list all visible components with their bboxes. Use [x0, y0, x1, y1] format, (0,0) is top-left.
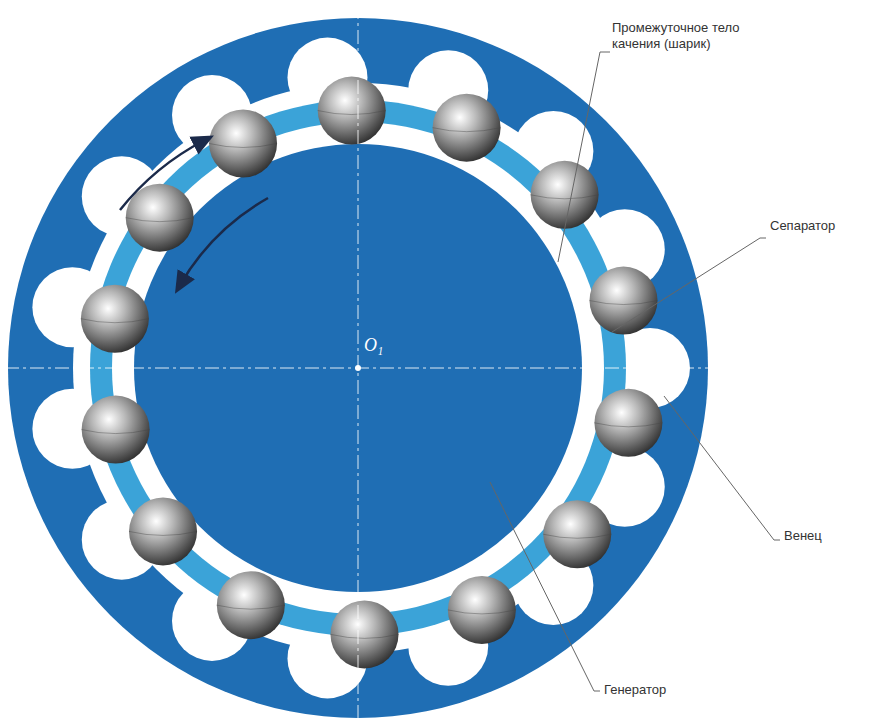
- ball-line: [531, 195, 599, 199]
- ball: [448, 576, 516, 644]
- ball: [543, 500, 611, 568]
- ball-line: [433, 128, 501, 132]
- ball-line: [209, 143, 277, 147]
- part-label: Венец: [784, 528, 884, 544]
- ball-line: [331, 634, 399, 638]
- center-label: O₁: [364, 334, 404, 357]
- part-label: Генератор: [604, 682, 744, 698]
- ball-line: [81, 319, 149, 323]
- ball: [209, 109, 277, 177]
- ball: [126, 184, 194, 252]
- ball-line: [590, 301, 658, 305]
- ball-line: [126, 218, 194, 222]
- rotation-arrow: [180, 198, 268, 285]
- ball: [531, 161, 599, 229]
- ball: [433, 94, 501, 162]
- ball-line: [448, 610, 516, 614]
- ball: [129, 497, 197, 565]
- ball: [331, 600, 399, 668]
- ball-line: [594, 423, 662, 427]
- ball: [81, 285, 149, 353]
- part-label: Промежуточное тело качения (шарик): [612, 20, 777, 53]
- ball-line: [318, 111, 386, 115]
- ball-line: [543, 534, 611, 538]
- ball: [82, 396, 150, 464]
- center-dot: [355, 365, 361, 371]
- leader-lines: [490, 52, 780, 691]
- balls: [81, 77, 663, 669]
- ball-line: [82, 430, 150, 434]
- axis-lines: [5, 5, 712, 722]
- ball-line: [217, 605, 285, 609]
- part-label: Сепаратор: [770, 218, 890, 234]
- ball-line: [129, 531, 197, 535]
- ball: [318, 77, 386, 145]
- ball: [594, 389, 662, 457]
- rotation-arrow: [120, 140, 205, 210]
- ball: [217, 571, 285, 639]
